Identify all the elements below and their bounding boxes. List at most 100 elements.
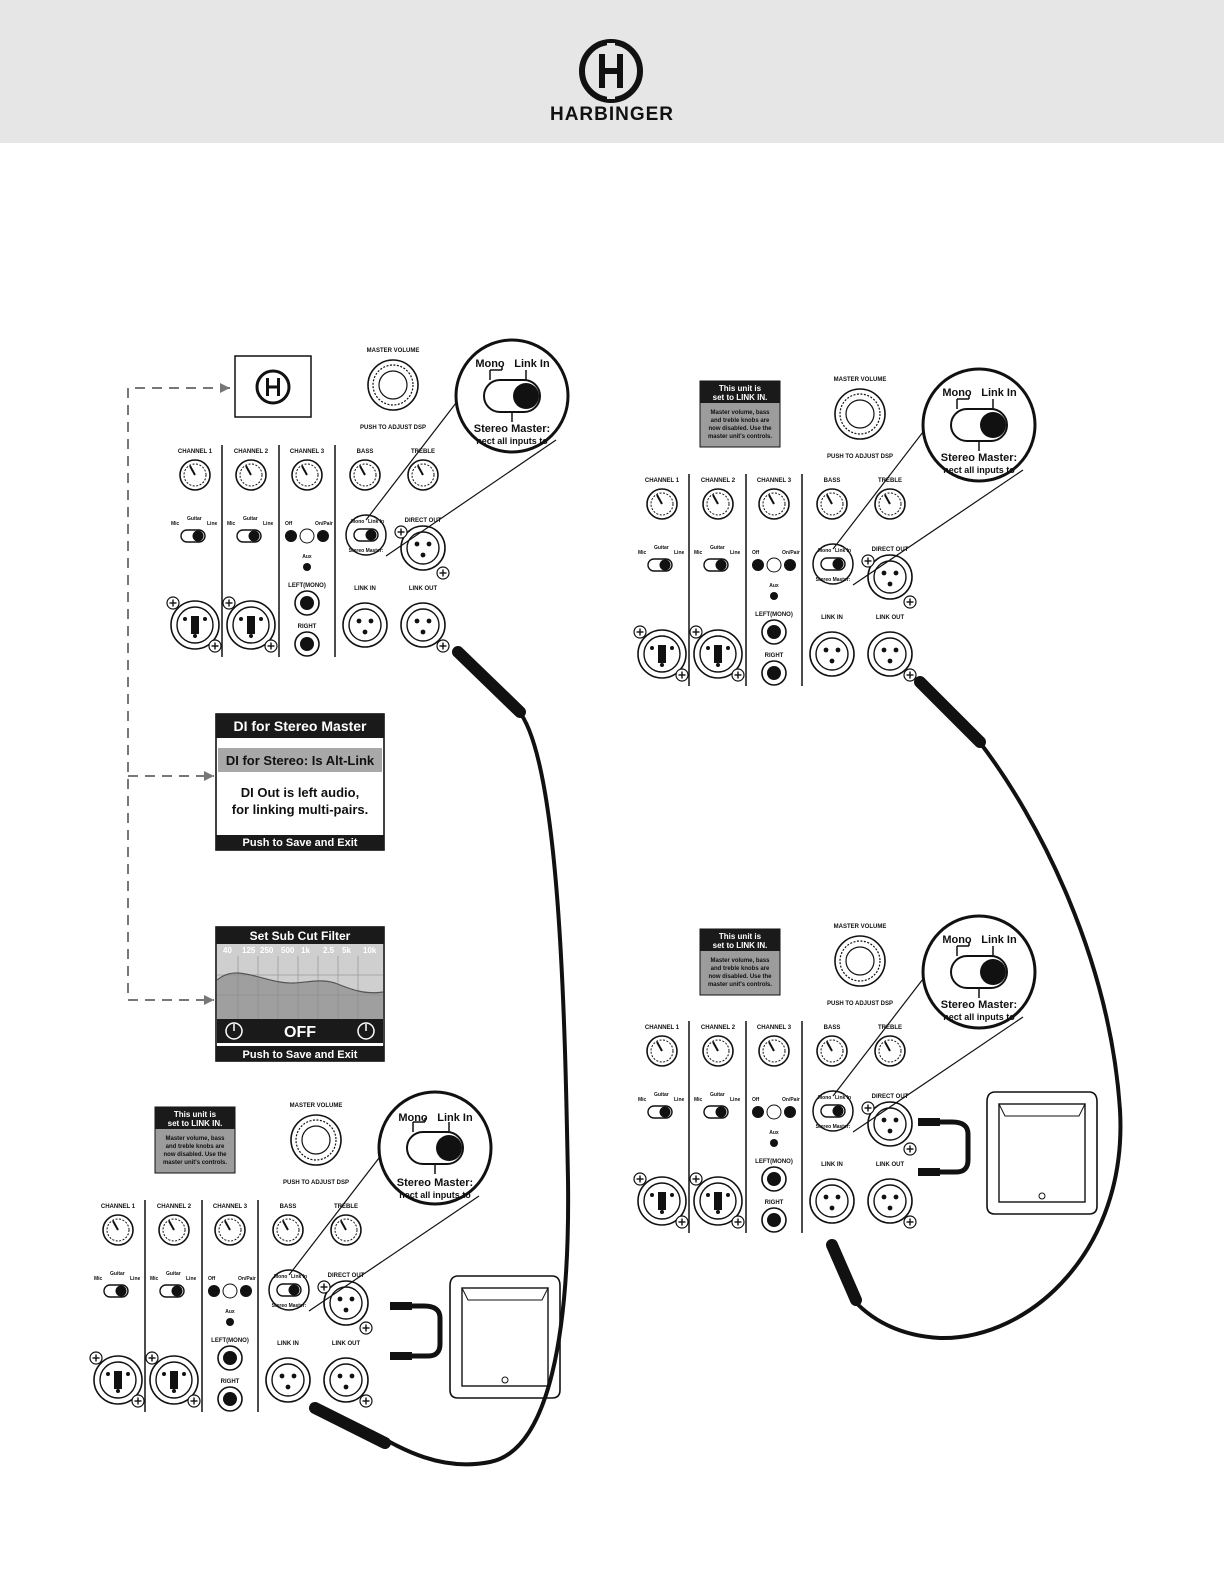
svg-text:PUSH TO ADJUST DSP: PUSH TO ADJUST DSP [360,425,426,431]
svg-text:Off: Off [285,521,293,527]
svg-text:Line: Line [674,550,684,556]
svg-text:Set Sub Cut Filter: Set Sub Cut Filter [250,929,351,943]
svg-text:Stereo Master:: Stereo Master: [941,452,1017,464]
svg-text:Stereo Master:: Stereo Master: [816,1124,851,1130]
svg-text:OFF: OFF [284,1024,316,1041]
svg-text:Line: Line [130,1276,140,1282]
svg-text:LEFT(MONO): LEFT(MONO) [755,612,793,618]
svg-text:BASS: BASS [824,1025,841,1031]
svg-text:Push to Save and Exit: Push to Save and Exit [243,1049,358,1061]
svg-text:Guitar: Guitar [110,1271,125,1277]
svg-text:Mic: Mic [638,1097,647,1103]
svg-text:CHANNEL 2: CHANNEL 2 [234,449,269,455]
svg-text:Mic: Mic [694,550,703,556]
svg-text:Master volume, bass: Master volume, bass [710,410,770,416]
svg-text:TREBLE: TREBLE [878,478,902,484]
svg-text:Guitar: Guitar [187,516,202,522]
svg-text:nect all inputs to: nect all inputs to [943,465,1015,475]
svg-text:CHANNEL 1: CHANNEL 1 [178,449,213,455]
svg-text:Link In: Link In [835,548,851,554]
svg-text:CHANNEL 3: CHANNEL 3 [757,478,792,484]
svg-text:Mono: Mono [274,1274,287,1280]
svg-text:DI for Stereo: Is Alt-Link: DI for Stereo: Is Alt-Link [226,753,375,768]
svg-text:CHANNEL 2: CHANNEL 2 [701,478,736,484]
svg-text:LEFT(MONO): LEFT(MONO) [755,1159,793,1165]
svg-text:Mono: Mono [818,548,831,554]
brand-name: HARBINGER [549,104,675,125]
svg-text:BASS: BASS [280,1204,297,1210]
svg-text:LINK IN: LINK IN [821,615,843,621]
svg-text:Off: Off [208,1276,216,1282]
svg-text:TREBLE: TREBLE [411,449,435,455]
svg-text:On/Pair: On/Pair [238,1276,256,1282]
svg-text:and treble knobs are: and treble knobs are [166,1144,225,1150]
svg-text:RIGHT: RIGHT [221,1379,240,1385]
svg-text:DI for Stereo Master: DI for Stereo Master [233,718,367,734]
svg-text:Stereo Master:: Stereo Master: [816,577,851,583]
link-cable-b-to-c [826,676,1123,1341]
svg-text:LINK IN: LINK IN [277,1341,299,1347]
menu-flow-dashed-lines [127,387,230,1001]
svg-text:LINK IN: LINK IN [354,586,376,592]
svg-text:Guitar: Guitar [710,545,725,551]
svg-text:LINK OUT: LINK OUT [876,615,905,621]
svg-text:for linking multi-pairs.: for linking multi-pairs. [232,802,369,817]
svg-text:On/Pair: On/Pair [782,550,800,556]
svg-text:Guitar: Guitar [243,516,258,522]
svg-text:Guitar: Guitar [166,1271,181,1277]
svg-text:DIRECT OUT: DIRECT OUT [328,1273,365,1279]
svg-text:set to LINK IN.: set to LINK IN. [168,1119,223,1128]
magnifier-unit-b: Mono Link In Stereo Master: nect all inp… [812,367,1037,586]
svg-text:CHANNEL 3: CHANNEL 3 [290,449,325,455]
svg-text:MASTER VOLUME: MASTER VOLUME [834,924,887,930]
svg-text:BASS: BASS [357,449,374,455]
svg-text:Mono: Mono [942,387,972,399]
svg-text:Stereo Master:: Stereo Master: [941,999,1017,1011]
svg-text:Line: Line [263,521,273,527]
svg-text:MASTER VOLUME: MASTER VOLUME [290,1103,343,1109]
svg-text:and treble knobs are: and treble knobs are [711,418,770,424]
svg-text:Link In: Link In [368,519,384,525]
screen-sub-cut-filter: Set Sub Cut Filter 40 125 250 500 1k 2.5… [215,926,385,1062]
svg-text:5k: 5k [342,946,351,955]
svg-text:BASS: BASS [824,478,841,484]
svg-text:DIRECT OUT: DIRECT OUT [405,518,442,524]
svg-text:master unit's controls.: master unit's controls. [708,434,772,440]
svg-text:PUSH TO ADJUST DSP: PUSH TO ADJUST DSP [827,1001,893,1007]
svg-text:Stereo Master:: Stereo Master: [474,423,550,435]
svg-text:Off: Off [752,550,760,556]
svg-text:Aux: Aux [769,583,779,589]
speaker-unit-d [390,1275,561,1399]
svg-text:Mic: Mic [94,1276,103,1282]
svg-text:Link In: Link In [981,934,1017,946]
svg-text:Link In: Link In [291,1274,307,1280]
svg-text:Guitar: Guitar [654,1092,669,1098]
svg-text:PUSH TO ADJUST DSP: PUSH TO ADJUST DSP [283,1180,349,1186]
svg-text:Master volume, bass: Master volume, bass [165,1136,225,1142]
svg-text:Mono: Mono [475,358,505,370]
svg-text:now disabled. Use the: now disabled. Use the [708,974,772,980]
svg-text:Line: Line [730,1097,740,1103]
svg-text:Mono: Mono [398,1112,428,1124]
svg-text:Master volume, bass: Master volume, bass [710,958,770,964]
svg-text:Stereo Master:: Stereo Master: [349,548,384,554]
svg-text:Line: Line [207,521,217,527]
link-cable-master-to-d [309,646,571,1467]
svg-text:and treble knobs are: and treble knobs are [711,966,770,972]
magnifier-unit-c: Mono Link In Stereo Master: nect all inp… [812,914,1037,1133]
svg-text:Mic: Mic [227,521,236,527]
mixer-panel-unit-b: MASTER VOLUME PUSH TO ADJUST DSP CHANNEL… [633,377,917,686]
svg-text:1k: 1k [301,946,310,955]
svg-text:Link In: Link In [437,1112,473,1124]
svg-text:Mic: Mic [638,550,647,556]
svg-text:LEFT(MONO): LEFT(MONO) [288,583,326,589]
svg-text:Link In: Link In [835,1095,851,1101]
svg-text:CHANNEL 2: CHANNEL 2 [157,1204,192,1210]
link-notice-c: This unit is set to LINK IN. Master volu… [699,928,781,996]
svg-text:CHANNEL 1: CHANNEL 1 [645,478,680,484]
svg-text:RIGHT: RIGHT [765,653,784,659]
svg-text:This unit is: This unit is [719,384,762,393]
svg-text:This unit is: This unit is [719,932,762,941]
svg-text:Mono: Mono [818,1095,831,1101]
